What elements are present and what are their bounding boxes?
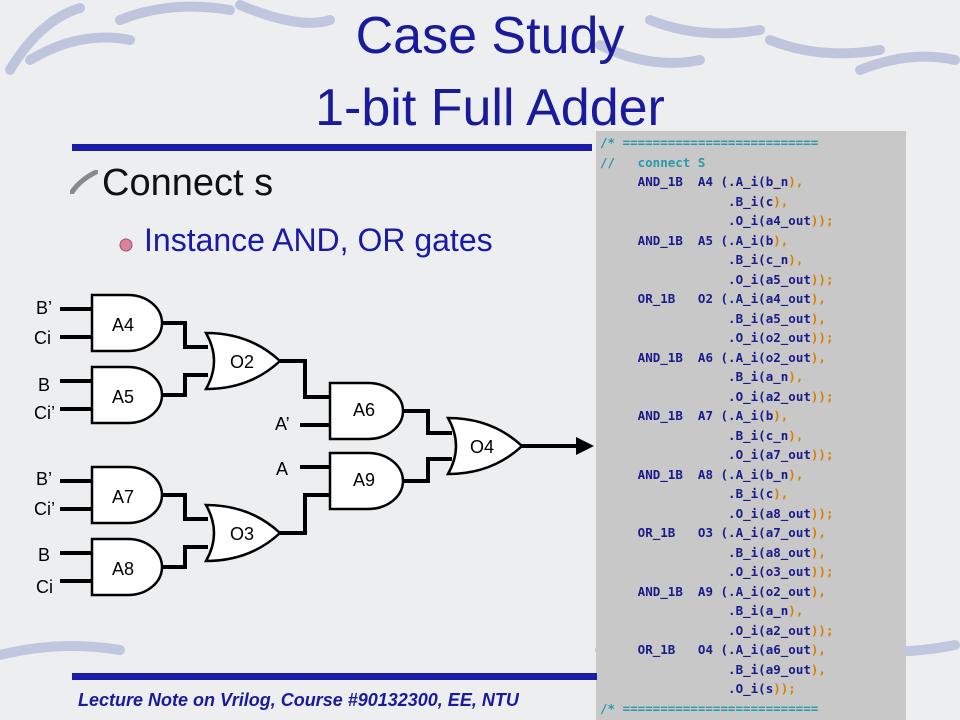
code-line: // connect S: [600, 154, 706, 170]
label-o3: O3: [230, 524, 254, 544]
label-o2: O2: [230, 352, 254, 372]
code-line: AND_1B A5 (.A_i(b),: [637, 232, 789, 248]
gate-a9: [328, 451, 405, 511]
gate-o3: [203, 503, 282, 563]
code-line: .O_i(a8_out));: [728, 505, 834, 521]
code-line: AND_1B A4 (.A_i(b_n),: [637, 174, 804, 189]
code-line: .B_i(a5_out),: [728, 310, 826, 326]
code-line: .O_i(a7_out));: [728, 447, 834, 462]
code-line: OR_1B O2 (.A_i(a4_out),: [637, 291, 826, 306]
code-line: .B_i(a_n),: [728, 369, 804, 384]
code-line: AND_1B A7 (.A_i(b),: [637, 408, 789, 423]
verilog-code: /* ========================== // connect …: [600, 133, 833, 718]
code-line: AND_1B A9 (.A_i(o2_out),: [637, 583, 826, 599]
label-a8: A8: [112, 559, 134, 579]
slide-title-line2: 1-bit Full Adder: [315, 79, 665, 137]
gate-o4: [445, 416, 524, 476]
input-a6: A’: [275, 414, 290, 434]
code-line: .B_i(c),: [728, 193, 789, 209]
gate-a6: [328, 381, 405, 441]
code-line: .B_i(a9_out),: [728, 661, 826, 677]
slide-title-line1: Case Study: [355, 7, 625, 65]
input-a8-1: B: [38, 545, 50, 565]
input-a4-2: Ci: [34, 328, 51, 348]
input-a7-2: Ci’: [34, 499, 55, 519]
code-line: .O_i(a4_out));: [728, 213, 834, 228]
code-line: .O_i(o3_out));: [728, 564, 834, 579]
label-a9: A9: [353, 470, 375, 490]
gate-a4: [90, 293, 164, 353]
label-o4: O4: [470, 437, 494, 457]
code-line: .B_i(a8_out),: [728, 544, 826, 560]
full-adder-circuit-diagram: A4 A5 A7 A8 O2 O3 A6 A9 O4 B’ Ci B Ci’ B…: [34, 293, 594, 597]
label-a6: A6: [353, 400, 375, 420]
footer-text: Lecture Note on Vrilog, Course #90132300…: [78, 690, 519, 710]
brush-bullet-icon: [70, 170, 98, 194]
code-line: .O_i(a5_out));: [728, 271, 834, 287]
input-a4-1: B’: [36, 298, 52, 318]
code-line: /* ==========================: [600, 135, 819, 150]
input-a8-2: Ci: [36, 577, 53, 597]
code-line: .O_i(s));: [728, 681, 796, 696]
verilog-code-panel: /* ========================== // connect …: [596, 131, 906, 720]
gate-a8: [90, 537, 164, 597]
code-line: OR_1B O4 (.A_i(a6_out),: [637, 642, 826, 657]
code-line: .B_i(a_n),: [728, 603, 804, 618]
label-a4: A4: [112, 315, 134, 335]
code-line: .B_i(c_n),: [728, 252, 804, 267]
code-line: /* ==========================: [600, 700, 819, 716]
code-line: OR_1B O3 (.A_i(a7_out),: [637, 525, 826, 540]
label-a5: A5: [112, 387, 134, 407]
title-divider: [72, 144, 592, 151]
code-line: AND_1B A8 (.A_i(b_n),: [637, 466, 804, 482]
code-line: .B_i(c),: [728, 486, 789, 501]
footer-divider: [72, 673, 597, 680]
bullet-instance-gates: Instance AND, OR gates: [144, 222, 493, 258]
input-a5-2: Ci’: [34, 403, 55, 423]
gate-o2: [203, 331, 282, 391]
code-line: .O_i(a2_out));: [728, 622, 834, 638]
gate-a7: [90, 465, 164, 525]
code-line: .B_i(c_n),: [728, 427, 804, 443]
input-a5-1: B: [38, 375, 50, 395]
label-a7: A7: [112, 487, 134, 507]
code-line: AND_1B A6 (.A_i(o2_out),: [637, 349, 826, 365]
gate-a5: [90, 365, 164, 425]
input-a7-1: B’: [36, 469, 52, 489]
code-line: .O_i(a2_out));: [728, 388, 834, 404]
code-line: .O_i(o2_out));: [728, 330, 834, 345]
input-a9: A: [276, 459, 288, 479]
bullet-connect-s: Connect s: [102, 162, 274, 204]
dot-bullet-icon: [119, 238, 133, 252]
